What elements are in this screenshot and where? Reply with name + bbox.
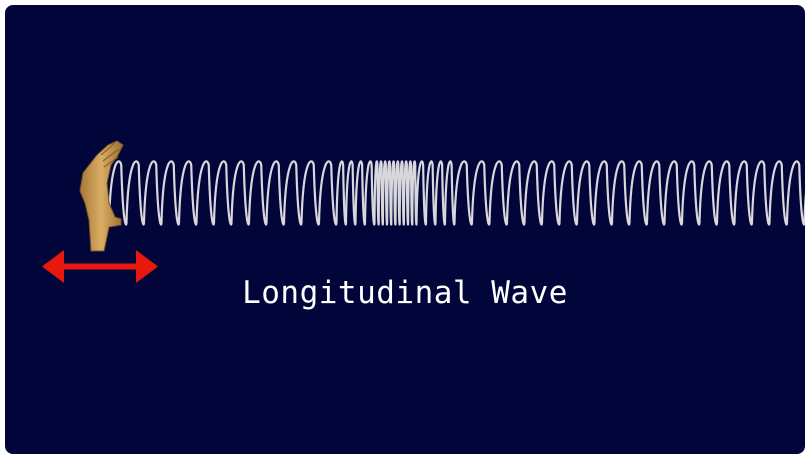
spring-loop [415, 160, 428, 226]
double-arrow-icon [42, 250, 158, 283]
spring-loop [195, 160, 216, 226]
spring-loop [680, 160, 701, 226]
video-frame: Longitudinal Wave [5, 5, 805, 454]
spring-loop [453, 160, 474, 226]
spring-loop [354, 160, 367, 226]
spring-loop [212, 160, 233, 226]
spring-loop [265, 160, 286, 226]
spring-loop [282, 160, 303, 226]
spring-loop [125, 160, 146, 226]
spring-coil [107, 160, 805, 226]
spring-loop [344, 160, 357, 226]
caption-title: Longitudinal Wave [242, 275, 568, 311]
spring-loop [768, 160, 789, 226]
spring-loop [142, 160, 163, 226]
spring-loop [424, 160, 437, 226]
spring-loop [470, 160, 491, 226]
spring-loop [750, 160, 771, 226]
spring-loop [434, 160, 447, 226]
spring-loop [663, 160, 684, 226]
spring-loop [715, 160, 736, 226]
spring-loop [628, 160, 649, 226]
spring-loop [803, 192, 805, 224]
spring-loop [300, 160, 321, 226]
spring-loop [488, 160, 509, 226]
spring-loop [247, 160, 268, 226]
spring-loop [610, 160, 631, 226]
spring-loop [575, 160, 596, 226]
spring-loop [335, 160, 348, 226]
spring-loop [593, 160, 614, 226]
spring-loop [317, 160, 338, 226]
spring-loop [645, 160, 666, 226]
spring-loop [785, 160, 805, 226]
spring-loop [160, 160, 181, 226]
spring-loop [558, 160, 579, 226]
spring-loop [540, 160, 561, 226]
hand-icon [79, 140, 124, 252]
animation-scene [42, 140, 805, 283]
spring-loop [698, 160, 719, 226]
spring-loop [177, 160, 198, 226]
spring-loop [230, 160, 251, 226]
spring-loop [443, 160, 456, 226]
spring-loop [505, 160, 526, 226]
spring-loop [363, 160, 376, 226]
spring-loop [523, 160, 544, 226]
spring-loop [733, 160, 754, 226]
